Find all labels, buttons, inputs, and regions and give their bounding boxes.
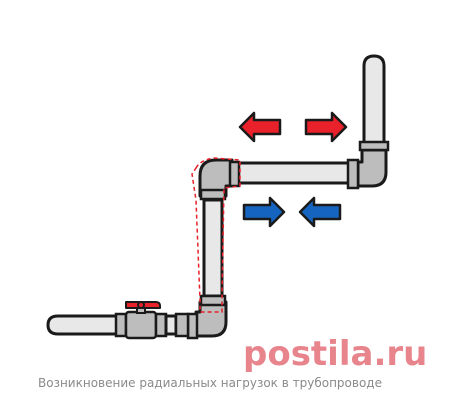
lower-elbow [186,294,228,340]
deformation-outline [191,157,241,313]
red-arrow-icon [304,111,348,143]
lower-horizontal-pipe [46,314,120,336]
blue-arrow-icon [298,196,342,228]
upper-horizontal-pipe [234,161,354,185]
watermark: postila.ru [243,334,428,374]
coupling [174,312,190,338]
upper-left-elbow [198,158,241,201]
upper-right-elbow [346,140,390,190]
connector-pipe [164,314,178,336]
riser-pipe [362,54,386,150]
vertical-pipe [202,198,224,298]
diagram-caption: Возникновение радиальных нагрузок в труб… [38,376,382,390]
red-arrow-icon [238,111,282,143]
blue-arrow-icon [242,196,286,228]
ball-valve-icon [114,301,168,340]
